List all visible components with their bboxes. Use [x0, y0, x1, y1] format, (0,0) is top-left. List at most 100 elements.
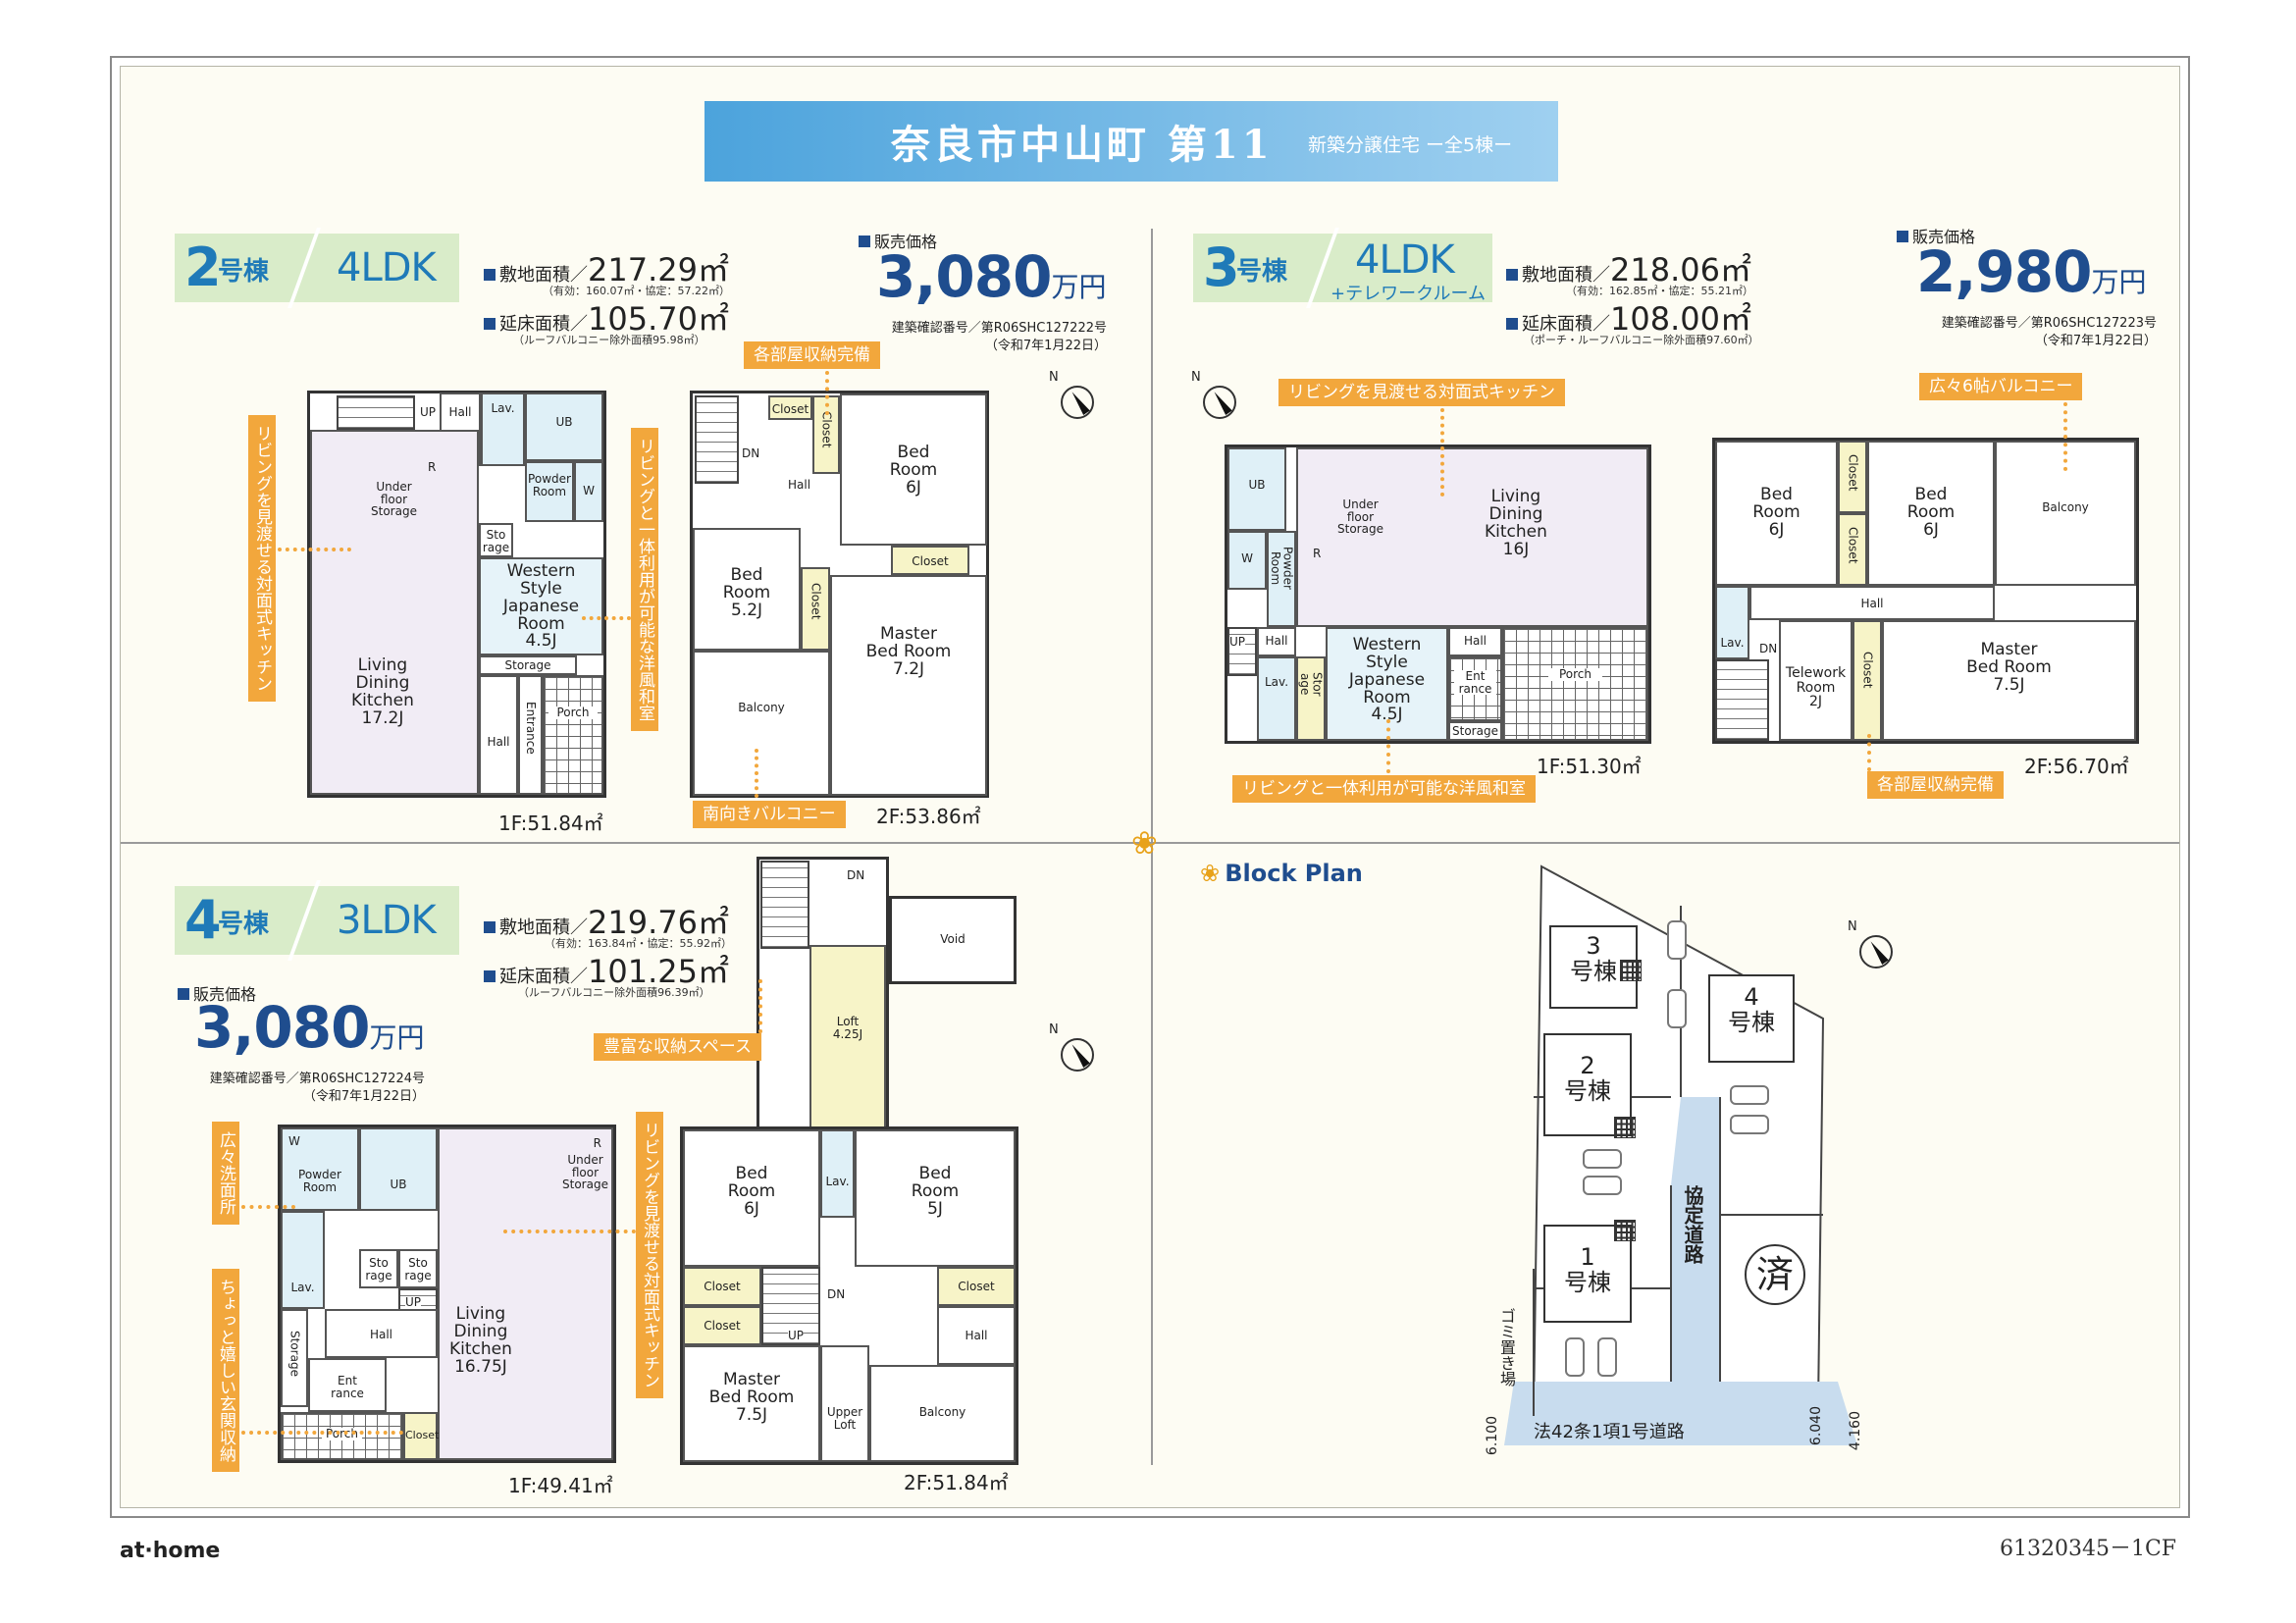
lot4-floor-area-value: 101.25㎡: [588, 953, 729, 990]
lot2-entrance: Entrance: [518, 675, 543, 795]
stairs: [1227, 627, 1257, 676]
block-plan-title: ❀ Block Plan: [1200, 860, 1363, 887]
outer-frame: [110, 56, 2190, 1518]
north-arrow-icon: N: [1848, 919, 1893, 969]
lot4-site-area-value: 219.76㎡: [588, 904, 729, 941]
garbage-label: ゴミ置き場: [1497, 1308, 1516, 1387]
lot2-closet-master: Closet: [891, 546, 969, 575]
lot4-confirm-date: （令和7年1月22日）: [302, 1089, 425, 1104]
porch-grid-icon: [1620, 960, 1642, 981]
lot3-ldk: Under floor Storage R Living Dining Kitc…: [1296, 447, 1648, 627]
lot2-floor2-area: 2F:53.86㎡: [876, 805, 981, 828]
lot4-callout-entrance-storage: ちょっと嬉しい玄関収納: [212, 1269, 239, 1472]
lot2-callout-balcony: 南向きバルコニー: [693, 801, 846, 828]
lot4-hall: Hall: [937, 1306, 1016, 1365]
lot4-bedroom-5j: Bed Room 5J: [855, 1129, 1016, 1267]
lot4-badge: 4 号棟 3LDK: [175, 880, 459, 961]
lot3-bedroom-a: Bed Room 6J: [1715, 441, 1838, 586]
stairs: [695, 395, 739, 484]
lot3-closet-c: Closet: [1852, 620, 1882, 741]
car-icon: [1730, 1115, 1769, 1134]
lot4-void: Void: [889, 896, 1017, 984]
public-road-label: 法42条1項1号道路: [1534, 1422, 1685, 1442]
lot4-lav2: Lav.: [820, 1129, 855, 1218]
lot4-bedroom-6j: Bed Room 6J: [683, 1129, 820, 1267]
lot3-floor-note: （ポーチ・ルーフバルコニー除外面積97.60㎡）: [1524, 334, 1759, 346]
lot3-master-bedroom: Master Bed Room 7.5J: [1882, 620, 2136, 741]
block-lot4: 4 号棟: [1708, 974, 1795, 1063]
horizontal-divider: [121, 842, 2179, 844]
vertical-divider: [1151, 229, 1153, 1465]
lot4-confirm: 建築確認番号／第R06SHC127224号: [209, 1072, 425, 1086]
car-icon: [1597, 1337, 1617, 1377]
car-icon: [1667, 989, 1687, 1028]
lot2-japanese-room: Western Style Japanese Room 4.5J: [479, 557, 603, 655]
sold-mark: 済: [1745, 1244, 1805, 1305]
lot4-closet-a: Closet: [683, 1267, 761, 1306]
lot2-storage-small: Sto rage: [479, 523, 513, 557]
lot4-storage-a: Sto rage: [359, 1249, 398, 1288]
lot2-price: 3,080万円: [876, 243, 1107, 310]
lot3-extra: +テレワークルーム: [1331, 284, 1487, 304]
lot3-site-note: （有効：162.85㎡・協定：55.21㎡）: [1566, 285, 1753, 297]
flyer-sheet: 奈良市中山町 第11 新築分譲住宅 ー全5棟ー ❀ 2 号棟 4LDK 敷地面積…: [120, 66, 2180, 1508]
lot2-closet-mid: Closet: [801, 567, 830, 651]
lot2-w: W: [574, 461, 603, 522]
page-title: 奈良市中山町 第11: [891, 122, 1274, 168]
lot3-site-area-value: 218.06㎡: [1610, 251, 1751, 288]
lot3-callout-storage: 各部屋収納完備: [1867, 771, 2004, 799]
lot3-price-label: 販売価格: [1897, 224, 1975, 247]
lot2-closet-side: Closet: [812, 395, 840, 474]
lot4-balcony: Balcony: [869, 1365, 1016, 1462]
lot4-type: 3LDK: [337, 898, 437, 943]
block-lot2: 2 号棟: [1543, 1033, 1632, 1136]
north-arrow-icon: N: [1049, 1022, 1094, 1072]
lot2-confirm-date: （令和7年1月22日）: [984, 339, 1107, 353]
lot4-site-note: （有効：163.84㎡・協定：55.92㎡）: [545, 937, 732, 950]
lot3-type: 4LDK: [1355, 237, 1455, 283]
public-road-area: [1504, 1382, 1857, 1445]
lot4-floor2-area: 2F:51.84㎡: [904, 1471, 1009, 1494]
private-road-label: 協定道路: [1681, 1185, 1704, 1264]
title-bar: 奈良市中山町 第11 新築分譲住宅 ー全5棟ー: [704, 101, 1558, 182]
lot2-closet-top: Closet: [768, 395, 812, 420]
lot3-bedroom-b: Bed Room 6J: [1867, 441, 1995, 586]
lot3-confirm: 建築確認番号／第R06SHC127223号: [1941, 316, 2157, 331]
lot3-callout-kitchen: リビングを見渡せる対面式キッチン: [1278, 379, 1565, 406]
lot2-storage: Storage: [479, 655, 577, 675]
car-icon: [1583, 1149, 1622, 1169]
lot2-type: 4LDK: [337, 245, 437, 290]
lot2-bedroom-52j: Bed Room 5.2J: [693, 528, 801, 651]
lot3-price: 2,980万円: [1916, 238, 2147, 305]
lot2-floor-area: 延床面積／105.70㎡: [484, 294, 729, 340]
lot3-w: W: [1227, 531, 1267, 590]
stairs: [760, 861, 809, 949]
lot3-site-area: 敷地面積／218.06㎡: [1506, 245, 1751, 290]
lot2-hall2: Hall: [479, 675, 518, 795]
car-icon: [1583, 1176, 1622, 1195]
lot3-hall: Hall: [1749, 586, 1995, 620]
lot2-porch: Porch: [543, 675, 603, 795]
lot4-loft: Loft 4.25J: [809, 945, 886, 1128]
page-subtitle: 新築分譲住宅 ー全5棟ー: [1308, 134, 1513, 156]
lot3-storage: Storage: [1448, 721, 1502, 741]
lot2-ldk: Under floor Storage R Living Dining Kitc…: [310, 430, 479, 795]
stairs: [337, 395, 415, 430]
athome-logo: at·home: [120, 1539, 221, 1563]
lot4-number: 4: [184, 889, 222, 951]
car-icon: [1667, 920, 1687, 960]
lot2-lav: Lav.: [481, 393, 525, 466]
lot2-site-area-value: 217.29㎡: [588, 251, 729, 288]
lot4-closet-c: Closet: [937, 1267, 1016, 1306]
lot2-bedroom-6j: Bed Room 6J: [840, 393, 987, 546]
lot3-floor1-area: 1F:51.30㎡: [1537, 755, 1642, 778]
lot3-closet-a: Closet: [1838, 441, 1867, 513]
lot2-floor1-area: 1F:51.84㎡: [498, 812, 603, 835]
lot4-ldk: R Under floor Storage Living Dining Kitc…: [438, 1127, 613, 1460]
lot2-price-label: 販売価格: [859, 229, 937, 252]
lot3-porch: Porch: [1502, 627, 1648, 741]
lot3-lav2: Lav.: [1715, 586, 1749, 659]
lot3-ub: UB: [1227, 447, 1286, 531]
lot2-badge: 2 号棟 4LDK: [175, 228, 459, 308]
lot4-ub: UB: [359, 1127, 438, 1211]
